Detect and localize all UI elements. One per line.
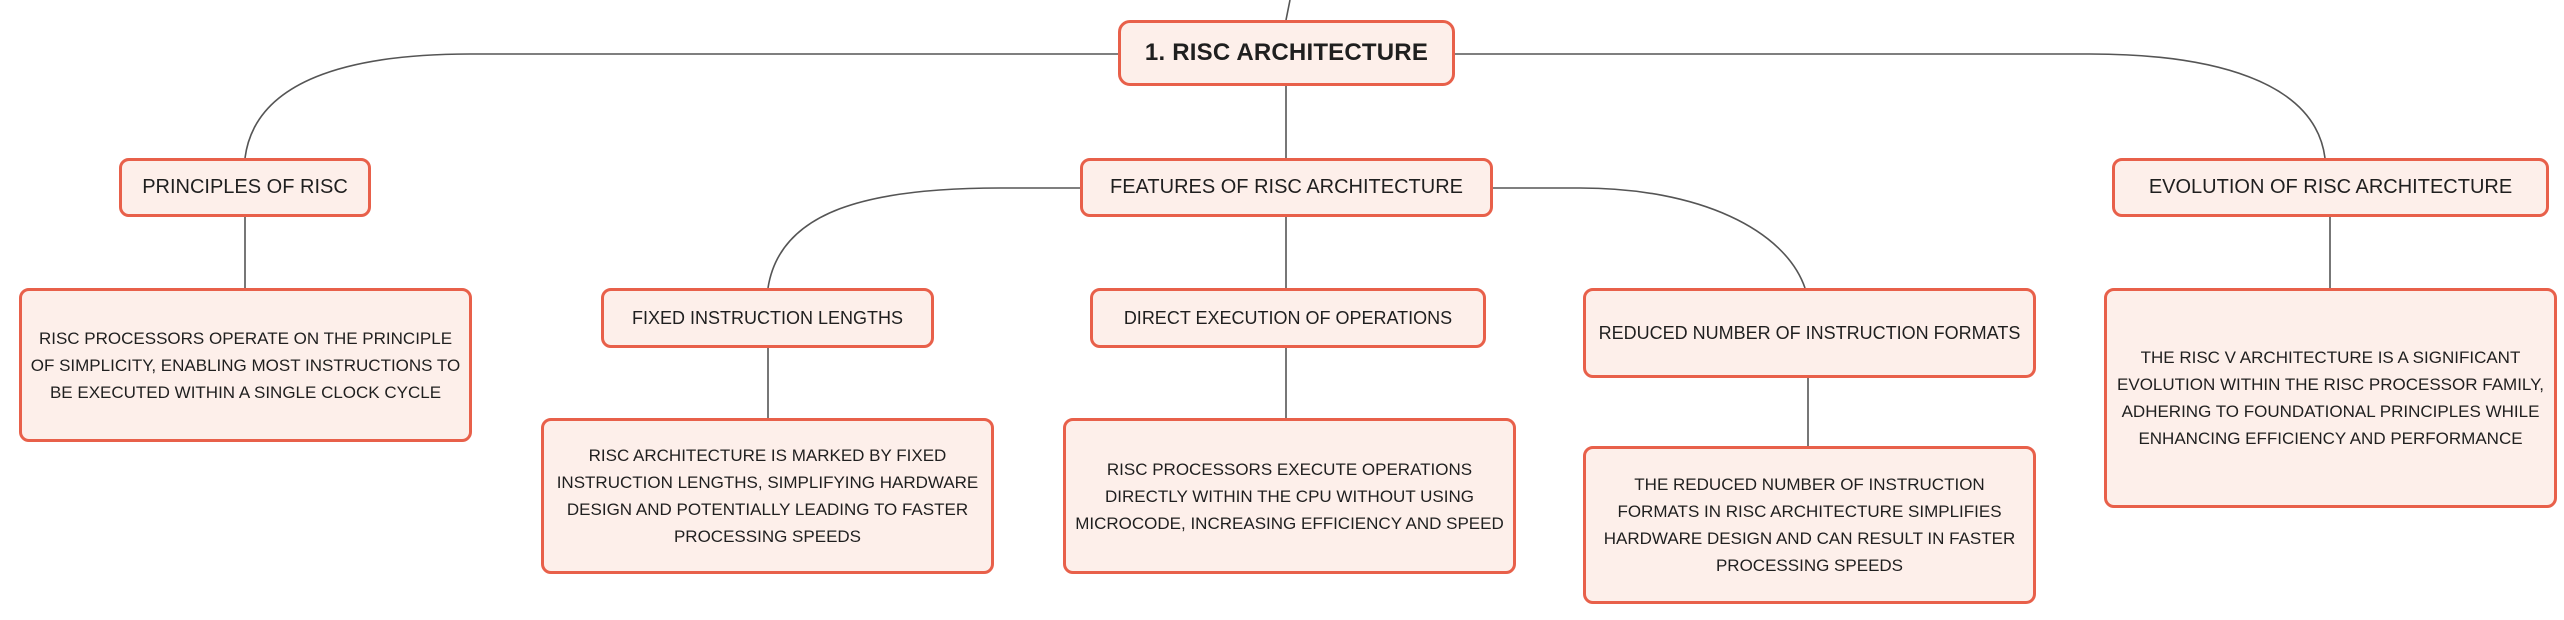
feature-reduced-formats[interactable]: REDUCED NUMBER OF INSTRUCTION FORMATS (1583, 288, 2036, 378)
feature-reduced-label: REDUCED NUMBER OF INSTRUCTION FORMATS (1598, 322, 2021, 343)
feature-fixed-instruction-lengths[interactable]: FIXED INSTRUCTION LENGTHS (601, 288, 934, 348)
connector-features-fixed (767, 187, 1080, 289)
topic-features-label: FEATURES OF RISC ARCHITECTURE (1110, 176, 1463, 198)
connector-features-reduced (1493, 187, 1806, 289)
detail-reduced-formats[interactable]: THE REDUCED NUMBER OF INSTRUCTION FORMAT… (1583, 446, 2036, 604)
connector-root-evolution (1455, 53, 2326, 159)
detail-evolution[interactable]: THE RISC V ARCHITECTURE IS A SIGNIFICANT… (2104, 288, 2557, 508)
detail-direct-text: RISC PROCESSORS EXECUTE OPERATIONS DIREC… (1075, 459, 1504, 533)
feature-direct-execution[interactable]: DIRECT EXECUTION OF OPERATIONS (1090, 288, 1486, 348)
connector-root-principles (244, 53, 1118, 159)
feature-fixed-label: FIXED INSTRUCTION LENGTHS (631, 307, 904, 328)
topic-principles[interactable]: PRINCIPLES OF RISC (119, 158, 371, 217)
detail-fixed-instruction-lengths[interactable]: RISC ARCHITECTURE IS MARKED BY FIXED INS… (541, 418, 994, 574)
feature-direct-label: DIRECT EXECUTION OF OPERATIONS (1123, 307, 1453, 328)
detail-principles-text: RISC PROCESSORS OPERATE ON THE PRINCIPLE… (30, 328, 461, 402)
detail-reduced-text: THE REDUCED NUMBER OF INSTRUCTION FORMAT… (1603, 475, 2016, 575)
detail-direct-execution[interactable]: RISC PROCESSORS EXECUTE OPERATIONS DIREC… (1063, 418, 1516, 574)
topic-features[interactable]: FEATURES OF RISC ARCHITECTURE (1080, 158, 1493, 217)
root-label: 1. RISC ARCHITECTURE (1144, 39, 1429, 66)
topic-evolution-label: EVOLUTION OF RISC ARCHITECTURE (2148, 176, 2513, 198)
detail-fixed-text: RISC ARCHITECTURE IS MARKED BY FIXED INS… (556, 446, 979, 546)
detail-evolution-text: THE RISC V ARCHITECTURE IS A SIGNIFICANT… (2117, 348, 2544, 448)
topic-evolution[interactable]: EVOLUTION OF RISC ARCHITECTURE (2112, 158, 2549, 217)
topic-principles-label: PRINCIPLES OF RISC (142, 176, 348, 198)
connector-parent-root (1285, 0, 1291, 21)
root-node[interactable]: 1. RISC ARCHITECTURE (1118, 20, 1455, 86)
detail-principles[interactable]: RISC PROCESSORS OPERATE ON THE PRINCIPLE… (19, 288, 472, 442)
